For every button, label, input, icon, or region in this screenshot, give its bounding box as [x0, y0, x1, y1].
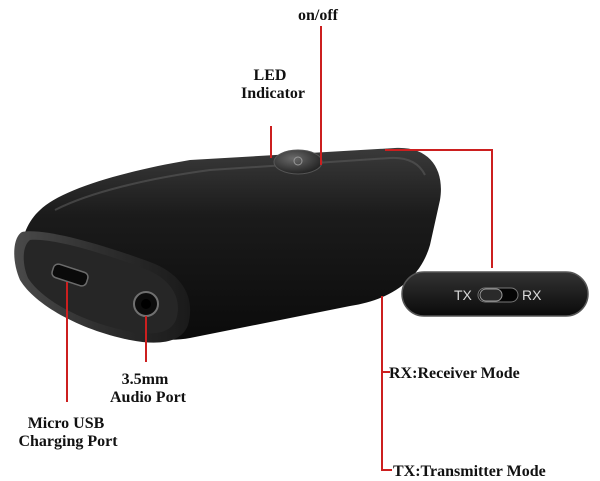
- label-audio-line1: 3.5mm: [122, 371, 169, 388]
- callout-modes: [381, 296, 392, 471]
- audio-jack-hole: [141, 299, 151, 309]
- label-rx-mode: RX:Receiver Mode: [389, 365, 520, 382]
- power-icon: [293, 156, 303, 166]
- label-led-line2: Indicator: [241, 85, 305, 102]
- label-usb-line2: Charging Port: [18, 433, 118, 450]
- device-top-highlight: [54, 156, 426, 211]
- micro-usb-port: [51, 263, 89, 287]
- callout-lines: [66, 26, 493, 471]
- mode-switch-panel: TX RX: [401, 271, 589, 317]
- switch-knob: [479, 288, 503, 302]
- label-power: on/off: [298, 7, 339, 24]
- power-button: [273, 149, 323, 175]
- adapter-device: [14, 147, 441, 343]
- labels: on/off LED Indicator 3.5mm Audio Port Mi…: [18, 7, 545, 480]
- label-tx-mode: TX:Transmitter Mode: [393, 463, 546, 480]
- label-led-line1: LED: [254, 67, 287, 84]
- callout-switch: [385, 149, 493, 268]
- switch-label-tx: TX: [454, 287, 473, 303]
- label-usb-line1: Micro USB: [28, 415, 105, 432]
- label-audio-line2: Audio Port: [110, 389, 187, 406]
- switch-label-rx: RX: [522, 287, 542, 303]
